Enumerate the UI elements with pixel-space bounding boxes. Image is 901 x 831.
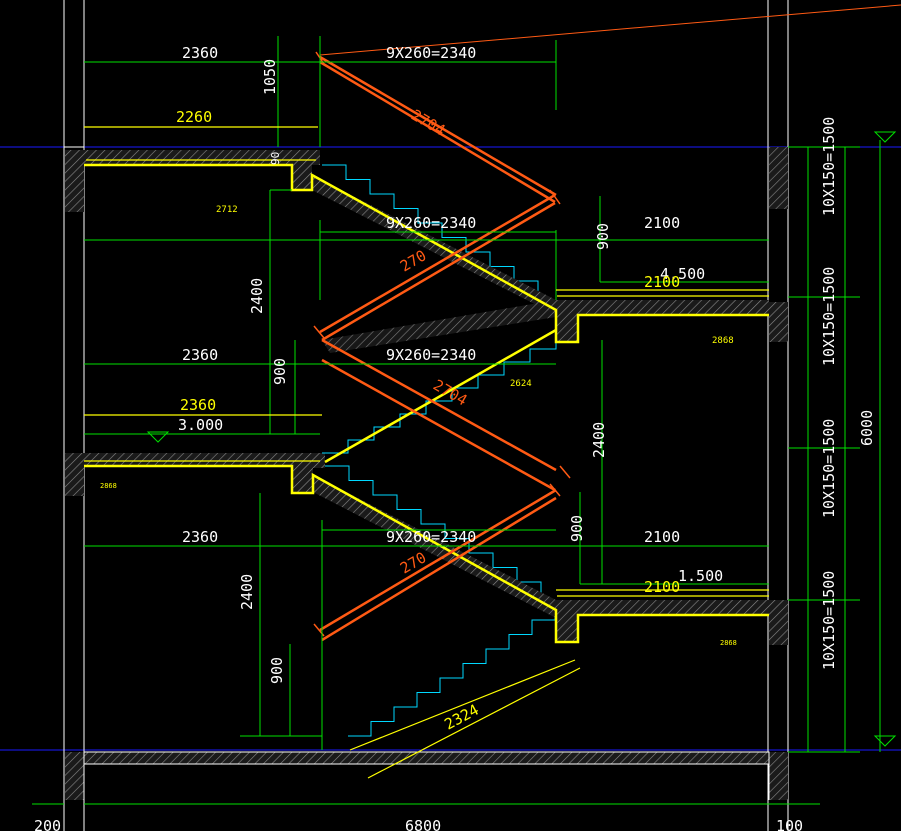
dim-100: 100	[776, 817, 803, 831]
tag-2712: 2712	[216, 205, 238, 215]
dim-2260: 2260	[176, 108, 212, 126]
dim-2100-upper-yellow: 2100	[644, 273, 680, 291]
right-dim-1500-c: 10X150=1500	[820, 419, 838, 518]
stair-flight-4	[348, 605, 556, 737]
wall-hatch	[65, 147, 788, 800]
right-dim-total: 6000	[858, 410, 876, 446]
diagonal-dimensions	[319, 4, 901, 642]
yellow-dimensions	[84, 126, 769, 779]
dim-900-left-lower: 900	[268, 657, 286, 684]
dim-2400-left-lower: 2400	[238, 574, 256, 610]
dim-900-left-mid: 900	[271, 358, 289, 385]
stair-flight-3	[325, 465, 542, 597]
dim-900-right-lower: 900	[568, 515, 586, 542]
dim-200: 200	[34, 817, 61, 831]
tag-right-1: 2868	[712, 336, 734, 346]
level-markers	[146, 131, 897, 747]
level-4500: 4.500	[660, 265, 705, 283]
dim-mid-left-2360: 2360	[182, 346, 218, 364]
flight-mid-label-1: 9X260=2340	[386, 214, 476, 232]
level-3000: 3.000	[178, 416, 223, 434]
right-dim-1500-d: 10X150=1500	[820, 571, 838, 670]
flight-low-label: 9X260=2340	[386, 528, 476, 546]
dim-2360-yellow: 2360	[180, 396, 216, 414]
right-dim-1500-b: 10X150=1500	[820, 267, 838, 366]
dim-2100-upper: 2100	[644, 214, 680, 232]
flight-mid-label-2: 9X260=2340	[386, 346, 476, 364]
dim-2100-lower: 2100	[644, 528, 680, 546]
dim-low-left-2360: 2360	[182, 528, 218, 546]
dim-2400-left-upper: 2400	[248, 278, 266, 314]
dim-2400-right-lower: 2400	[590, 422, 608, 458]
dim-6800: 6800	[405, 817, 441, 831]
tag-2624: 2624	[510, 379, 532, 389]
slab-outline	[84, 159, 769, 644]
dim-900-right-upper: 900	[594, 223, 612, 250]
ground-slab	[83, 751, 770, 800]
flight-top-label: 9X260=2340	[386, 44, 476, 62]
dim-1050: 1050	[261, 59, 279, 95]
stair-flight-2	[322, 336, 557, 454]
stair-flight-1	[322, 164, 539, 296]
right-dim-1500-a: 10X150=1500	[820, 117, 838, 216]
level-lines	[0, 146, 901, 751]
dim-2100-lower-yellow: 2100	[644, 578, 680, 596]
stair-steps	[322, 164, 557, 737]
dim-top-left-2360: 2360	[182, 44, 218, 62]
tag-right-2: 2868	[720, 639, 737, 647]
level-1500: 1.500	[678, 567, 723, 585]
dimension-lines	[32, 36, 881, 805]
tag-left-small: 2868	[100, 482, 117, 490]
dim-90: 90	[269, 152, 282, 165]
